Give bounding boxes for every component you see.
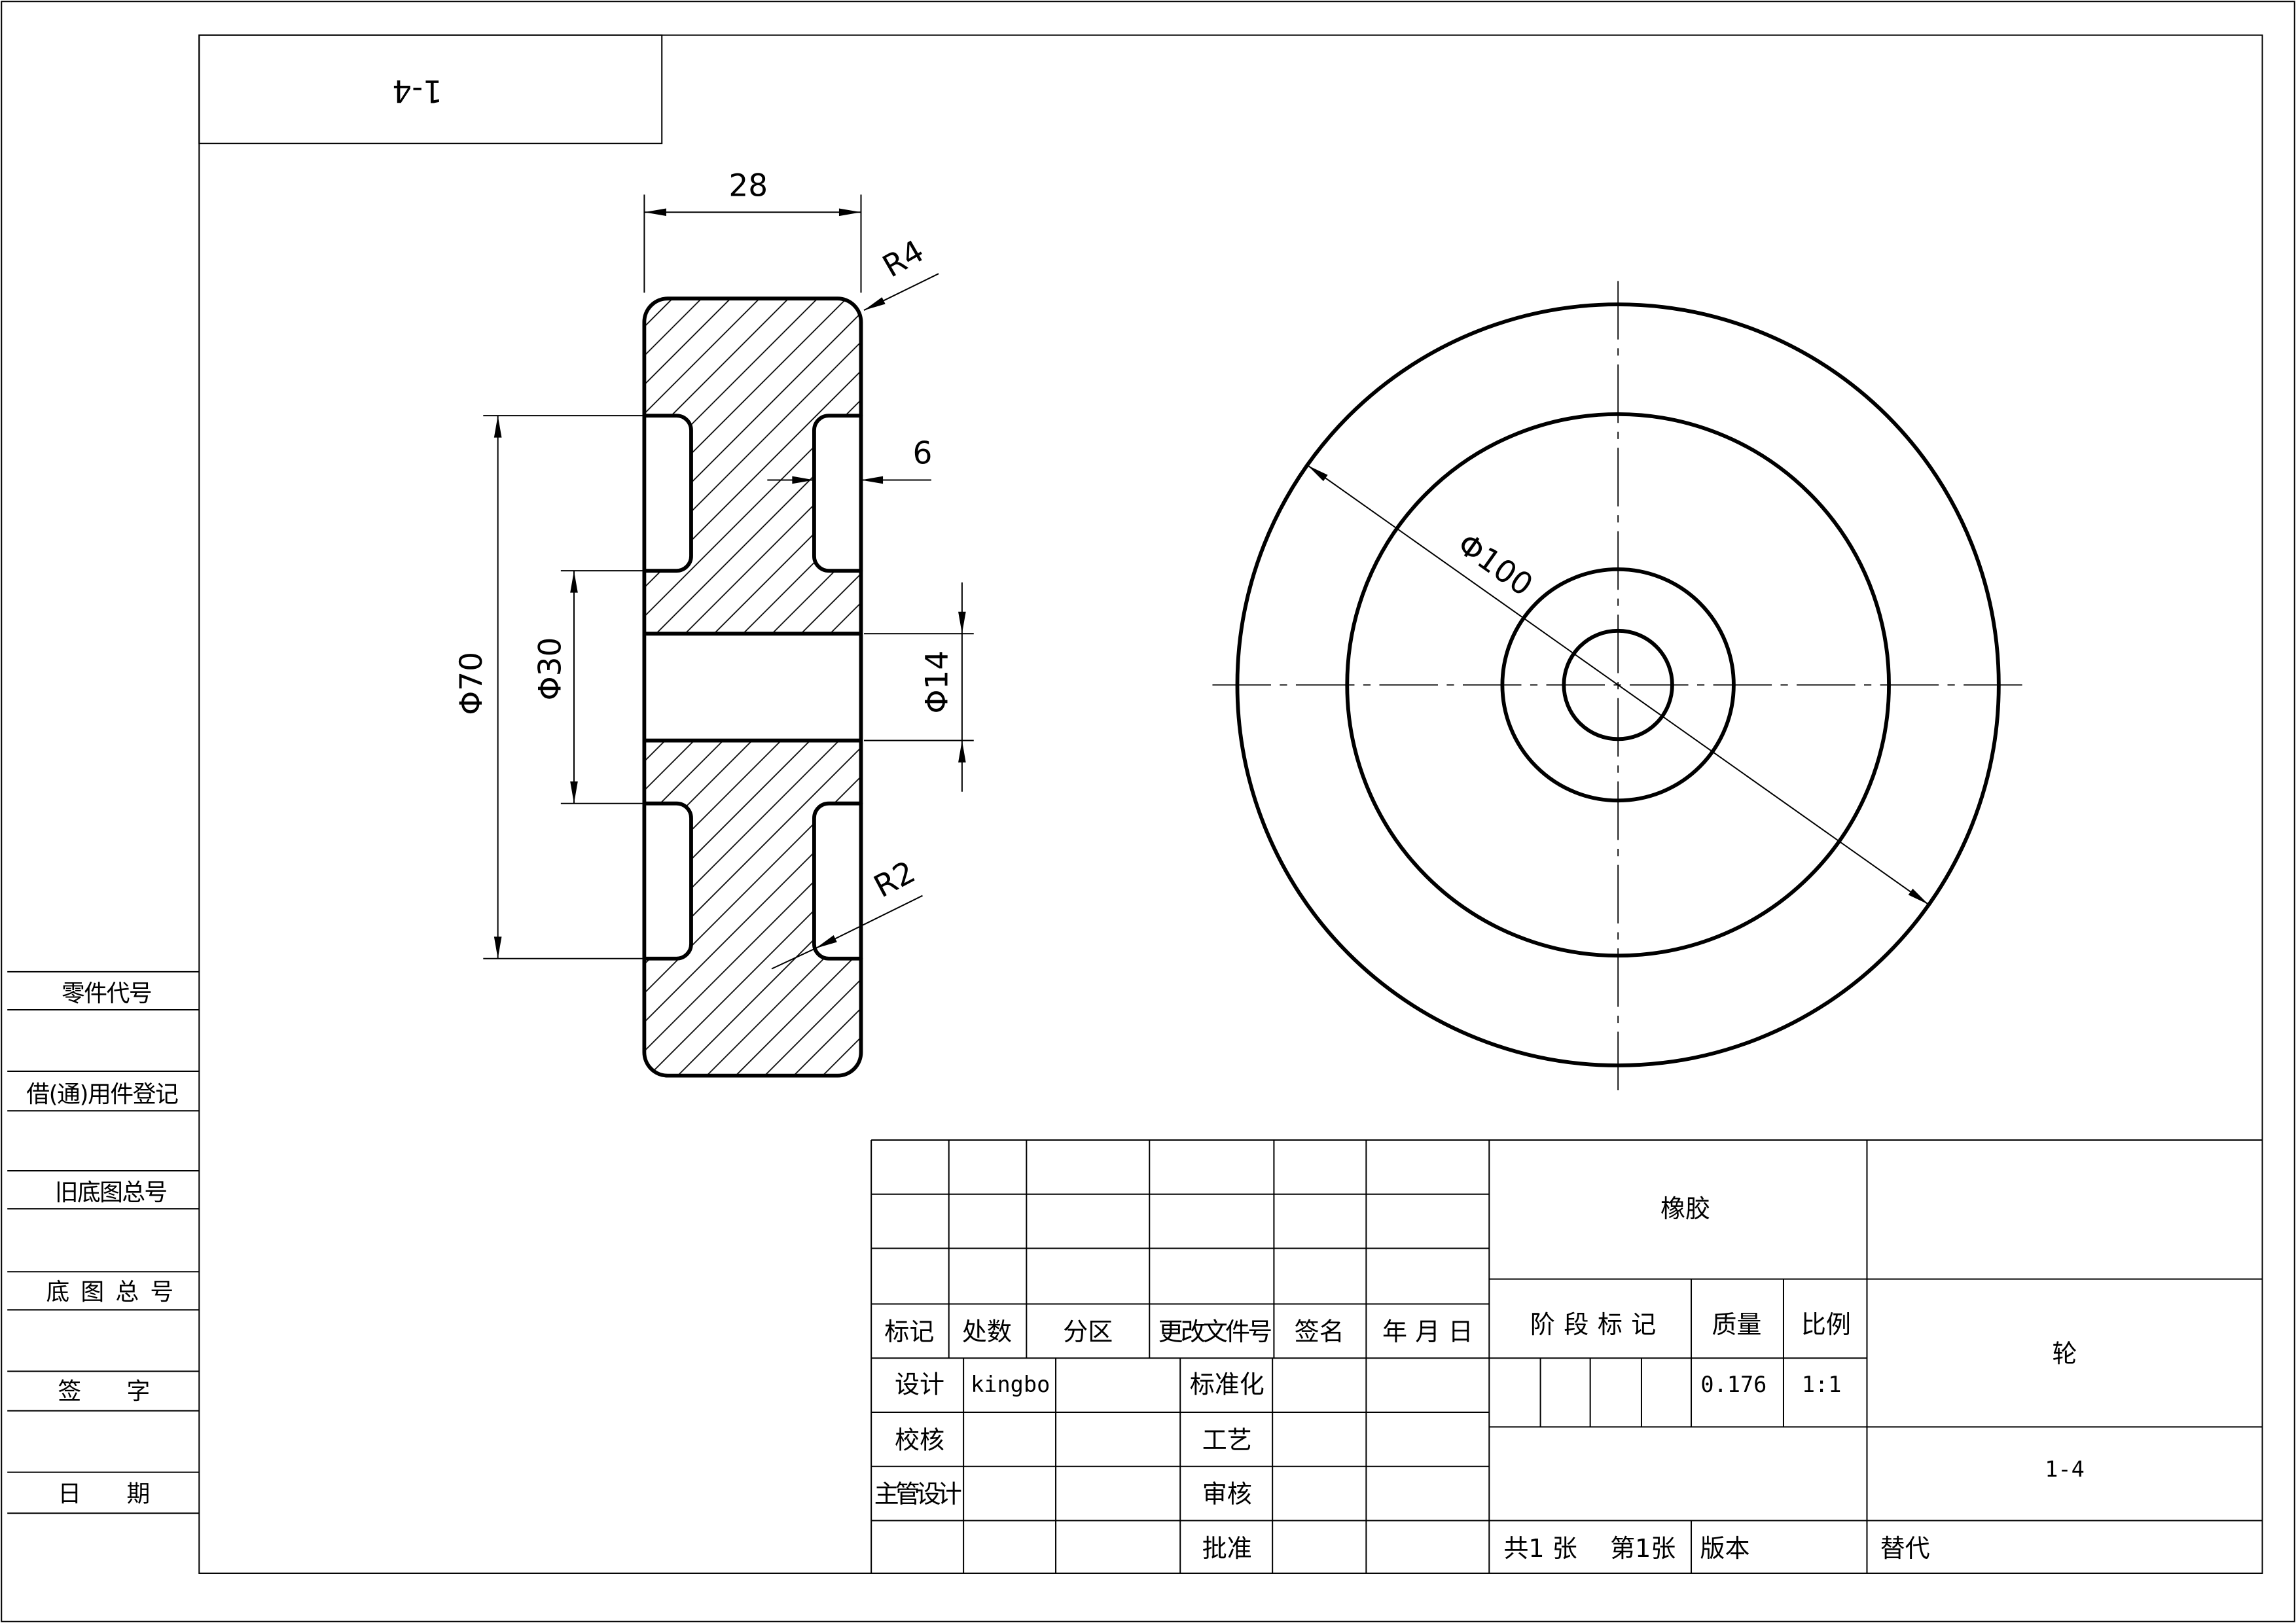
sheet-total: 共1 张 xyxy=(1503,1534,1577,1563)
dim-bore-diameter-label: Φ14 xyxy=(919,651,955,714)
chief-design-label: 主管设计 xyxy=(874,1480,962,1508)
designer-name: kingbo xyxy=(971,1372,1050,1397)
dim-corner-radius-label: R4 xyxy=(877,233,931,285)
code-box: 1-4 xyxy=(198,34,663,145)
part-name: 轮 xyxy=(2053,1340,2077,1368)
groove-lower-right xyxy=(812,801,863,961)
dim-groove-corner-radius-label: R2 xyxy=(868,854,921,905)
scale-label: 比例 xyxy=(1801,1310,1851,1339)
scale-value: 1:1 xyxy=(1802,1372,1842,1397)
title-block: 标记 处数 分区 更改文件号 签名 年 月 日 设计 kingbo 标准化 校核… xyxy=(870,1139,2263,1573)
dim-width-label: 28 xyxy=(728,168,768,204)
review-label: 审核 xyxy=(1202,1480,1252,1508)
side-strip-label-master-number: 底 图 总 号 xyxy=(46,1279,173,1306)
side-strip-label-part-code: 零件代号 xyxy=(62,980,152,1007)
side-strip-label-borrow-register: 借(通)用件登记 xyxy=(26,1081,179,1108)
dim-outer-diameter-label: Φ100 xyxy=(1451,526,1539,603)
version-label: 版本 xyxy=(1700,1534,1749,1563)
drawing-number: 1-4 xyxy=(2045,1457,2085,1482)
groove-upper-left xyxy=(642,414,693,573)
code-box-label: 1-4 xyxy=(392,73,442,109)
extension-lines xyxy=(483,194,974,959)
inner-frame xyxy=(198,34,2263,1574)
side-strip-rules xyxy=(7,971,200,1514)
dim-groove-depth-label: 6 xyxy=(913,436,933,472)
check-label: 校核 xyxy=(895,1425,944,1454)
header-count: 处数 xyxy=(962,1317,1012,1346)
code-box-border xyxy=(198,34,663,145)
header-zone: 分区 xyxy=(1063,1317,1113,1346)
side-strip: 零件代号 借(通)用件登记 旧底图总号 底 图 总 号 签 字 日 期 xyxy=(7,971,200,1514)
header-date: 年 月 日 xyxy=(1382,1317,1473,1346)
leader-groove-corner-radius xyxy=(815,895,923,949)
bore-outline xyxy=(642,632,863,743)
header-signature: 签名 xyxy=(1295,1317,1344,1346)
section-hatch-lower xyxy=(644,740,861,1076)
dim-hub-diameter-label: Φ30 xyxy=(533,637,569,701)
stage-label: 阶 段 标 记 xyxy=(1530,1310,1656,1339)
section-view xyxy=(642,296,863,1078)
leader-groove-corner-radius-tail xyxy=(771,948,816,970)
approval-label: 批准 xyxy=(1202,1534,1252,1563)
side-strip-label-old-master-number: 旧底图总号 xyxy=(55,1179,168,1206)
side-strip-label-signature: 签 字 xyxy=(58,1378,150,1405)
replaces-label: 替代 xyxy=(1880,1534,1930,1563)
mass-value: 0.176 xyxy=(1700,1372,1767,1397)
dim-groove-diameter-label: Φ70 xyxy=(454,652,490,715)
title-block-grid xyxy=(870,1139,2263,1573)
sheet-index: 第1张 xyxy=(1610,1534,1676,1563)
header-change-doc: 更改文件号 xyxy=(1158,1317,1273,1346)
side-strip-label-date: 日 期 xyxy=(58,1481,150,1508)
design-label: 设计 xyxy=(895,1370,944,1399)
end-view: Φ100 xyxy=(1212,281,2026,1091)
mass-label: 质量 xyxy=(1712,1310,1761,1339)
standardization-label: 标准化 xyxy=(1190,1370,1265,1399)
dim-line-outer-diameter xyxy=(1307,465,1929,905)
header-mark: 标记 xyxy=(884,1317,934,1346)
groove-lower-left xyxy=(642,801,693,961)
leader-corner-radius xyxy=(863,273,939,311)
material-value: 橡胶 xyxy=(1660,1194,1710,1223)
section-hatch-upper xyxy=(644,298,861,634)
section-outline xyxy=(642,296,863,1078)
groove-upper-right xyxy=(812,414,863,573)
process-label: 工艺 xyxy=(1202,1425,1252,1454)
